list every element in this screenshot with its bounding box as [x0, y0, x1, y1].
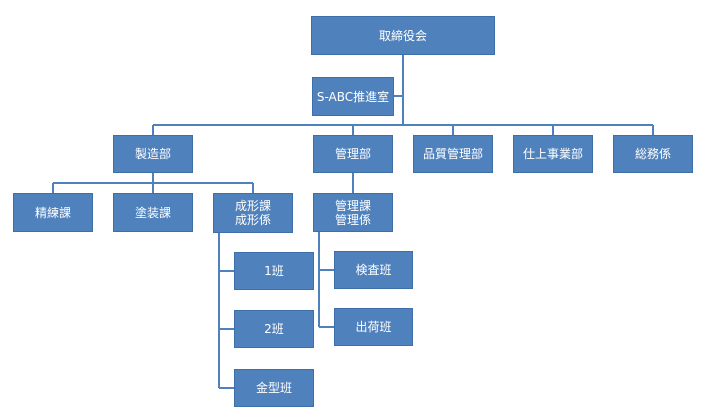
node-inspection-team: 検査班 [334, 251, 413, 289]
node-quality: 品質管理部 [413, 135, 493, 173]
node-sabc-office: S-ABC推進室 [312, 77, 394, 116]
node-management: 管理部 [313, 135, 393, 173]
node-mold-team: 金型班 [234, 369, 314, 407]
node-team-2: 2班 [234, 310, 314, 348]
node-general-affairs: 総務係 [613, 135, 693, 173]
node-molding-section: 成形課 成形係 [213, 193, 293, 233]
node-team-1: 1班 [234, 252, 314, 290]
node-manufacturing: 製造部 [113, 135, 193, 173]
node-seiren-section: 精練課 [13, 193, 93, 232]
node-finishing: 仕上事業部 [513, 135, 593, 173]
node-tosou-section: 塗装課 [113, 193, 193, 232]
node-kanri-section: 管理課 管理係 [313, 193, 393, 232]
node-board: 取締役会 [311, 16, 495, 55]
node-shipping-team: 出荷班 [334, 308, 413, 346]
